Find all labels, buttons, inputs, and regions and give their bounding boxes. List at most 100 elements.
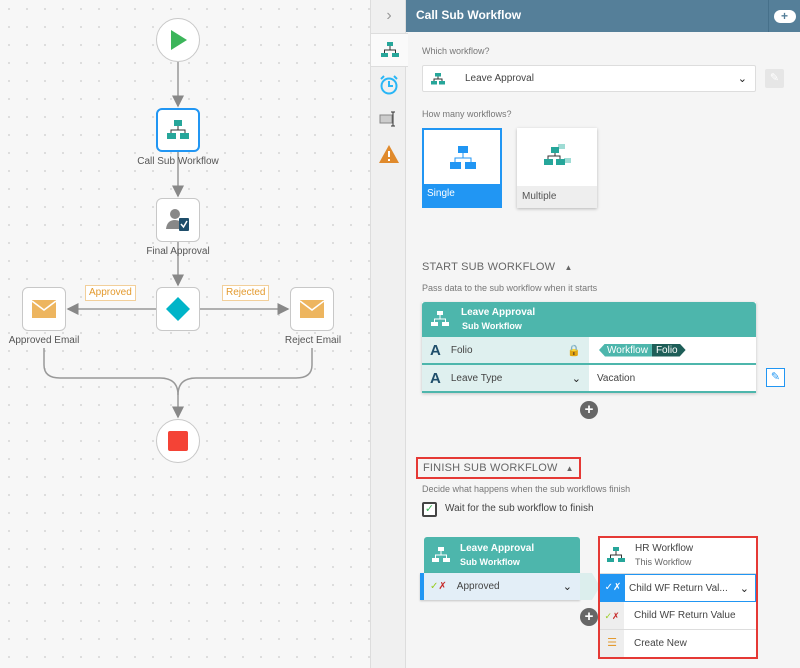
sub-workflow-icon [432,547,450,562]
sub-workflow-icon [380,42,399,57]
start-mapping-card: Leave Approval Sub Workflow A Folio 🔒 Wo… [422,302,756,393]
single-workflow-icon [450,146,476,169]
field-name: Folio [450,344,473,356]
lock-icon: 🔒 [567,344,581,357]
start-section-header[interactable]: START SUB WORKFLOW ▲ [422,261,573,273]
sub-workflow-icon [167,120,189,139]
field-cell[interactable]: A Leave Type ⌄ [422,365,589,391]
card-title: Leave Approval [460,543,535,554]
plus-icon: + [773,9,796,23]
finish-section-header[interactable]: FINISH SUB WORKFLOW ▲ [416,457,581,479]
sub-workflow-icon [431,72,445,84]
option-label: Create New [634,638,687,649]
chevron-down-icon: ⌄ [562,581,572,593]
dropdown-option[interactable]: ✓✗ Child WF Return Value [600,602,756,630]
outcome-select[interactable]: ✓✗ Approved ⌄ [420,573,580,600]
outcome-icon: ✓✗ [600,602,624,629]
node-label: Approved Email [8,335,80,346]
target-subtitle: This Workflow [635,557,692,567]
stop-icon [168,431,188,451]
collapse-triangle-icon: ▲ [565,463,574,473]
workflow-select-value: Leave Approval [465,73,534,84]
text-type-icon: A [430,369,441,387]
finish-section-desc: Decide what happens when the sub workflo… [422,484,631,494]
target-title: HR Workflow [635,543,694,554]
value-cell[interactable]: Workflow Folio [589,343,686,357]
card-title: Leave Approval [461,307,536,318]
option-multiple[interactable]: Multiple [517,128,597,208]
chevron-down-icon: ⌄ [571,372,581,385]
card-subtitle: Sub Workflow [460,557,520,567]
field-name: Leave Type [450,372,503,384]
node-label: Reject Email [284,335,342,346]
collapse-chevron-icon[interactable]: › [386,7,392,24]
field-cell: A Folio 🔒 [422,337,589,363]
collapse-triangle-icon: ▲ [564,263,573,272]
panel-header: Call Sub Workflow + [406,0,800,32]
workflow-select[interactable]: Leave Approval ⌄ [422,65,756,92]
mapping-row-leave-type: A Leave Type ⌄ Vacation [422,365,756,393]
section-title: FINISH SUB WORKFLOW [423,462,558,474]
mapping-row-folio: A Folio 🔒 Workflow Folio [422,337,756,365]
user-task-icon [166,209,189,231]
reject-email-node[interactable] [290,287,334,331]
wait-checkbox[interactable]: ✓ [422,502,437,517]
approved-email-node[interactable] [22,287,66,331]
text-field-icon [379,111,395,127]
tab-timer[interactable] [371,68,407,102]
start-node[interactable] [156,18,200,62]
end-node[interactable] [156,419,200,463]
option-label: Child WF Return Value [634,610,736,621]
sub-workflow-icon [431,311,449,326]
edit-pencil-icon[interactable]: ✎ [766,368,785,387]
tab-sub-workflow[interactable] [371,33,408,67]
outcome-value: Approved [456,581,500,592]
add-button[interactable]: + [768,0,800,32]
target-select-value: Child WF Return Val... [629,582,728,594]
target-select[interactable]: ✓✗ Child WF Return Val... ⌄ [600,574,756,602]
decision-node[interactable] [156,287,200,331]
option-label: Single [424,184,500,206]
play-icon [171,30,187,50]
tab-properties[interactable] [371,102,407,136]
card-header: Leave Approval Sub Workflow [424,537,580,573]
section-title: START SUB WORKFLOW [422,261,556,273]
multiple-workflow-icon [544,144,571,165]
chevron-down-icon: ⌄ [739,582,749,595]
panel-tab-strip: › [370,0,408,668]
diamond-icon [166,297,190,321]
email-icon [32,300,56,318]
create-new-icon: ☰ [600,630,624,657]
chevron-down-icon: ⌄ [737,73,747,85]
target-header: HR Workflow This Workflow [600,538,756,574]
value-cell[interactable]: Vacation [597,372,636,384]
edit-pencil-icon[interactable]: ✎ [765,69,784,88]
card-header: Leave Approval Sub Workflow [422,302,756,337]
connectors [43,62,313,419]
target-workflow-panel: HR Workflow This Workflow ✓✗ Child WF Re… [598,536,758,659]
token-workflow: Workflow [599,343,652,357]
branch-label-approved[interactable]: Approved [85,285,136,301]
variable-icon: ✓✗ [601,575,625,601]
start-section-desc: Pass data to the sub workflow when it st… [422,283,598,293]
call-sub-workflow-node[interactable] [156,108,200,152]
branch-label-rejected[interactable]: Rejected [222,285,270,301]
option-label: Multiple [517,186,597,208]
panel-title: Call Sub Workflow [416,8,522,22]
tab-warnings[interactable] [371,137,407,171]
outcome-icon: ✓✗ [430,581,447,592]
dropdown-option[interactable]: ☰ Create New [600,630,756,657]
which-workflow-label: Which workflow? [422,46,490,56]
email-icon [300,300,324,318]
final-approval-node[interactable] [156,198,200,242]
workflow-canvas[interactable]: Call Sub Workflow Final Approval Approve… [0,0,370,668]
option-single[interactable]: Single [422,128,502,208]
warning-icon [379,145,399,163]
card-subtitle: Sub Workflow [462,321,522,331]
node-label: Call Sub Workflow [137,156,219,167]
wait-checkbox-label: Wait for the sub workflow to finish [445,503,594,514]
add-mapping-button[interactable]: + [580,401,598,419]
node-label: Final Approval [146,246,210,257]
how-many-label: How many workflows? [422,109,512,119]
add-mapping-button[interactable]: + [580,608,598,626]
